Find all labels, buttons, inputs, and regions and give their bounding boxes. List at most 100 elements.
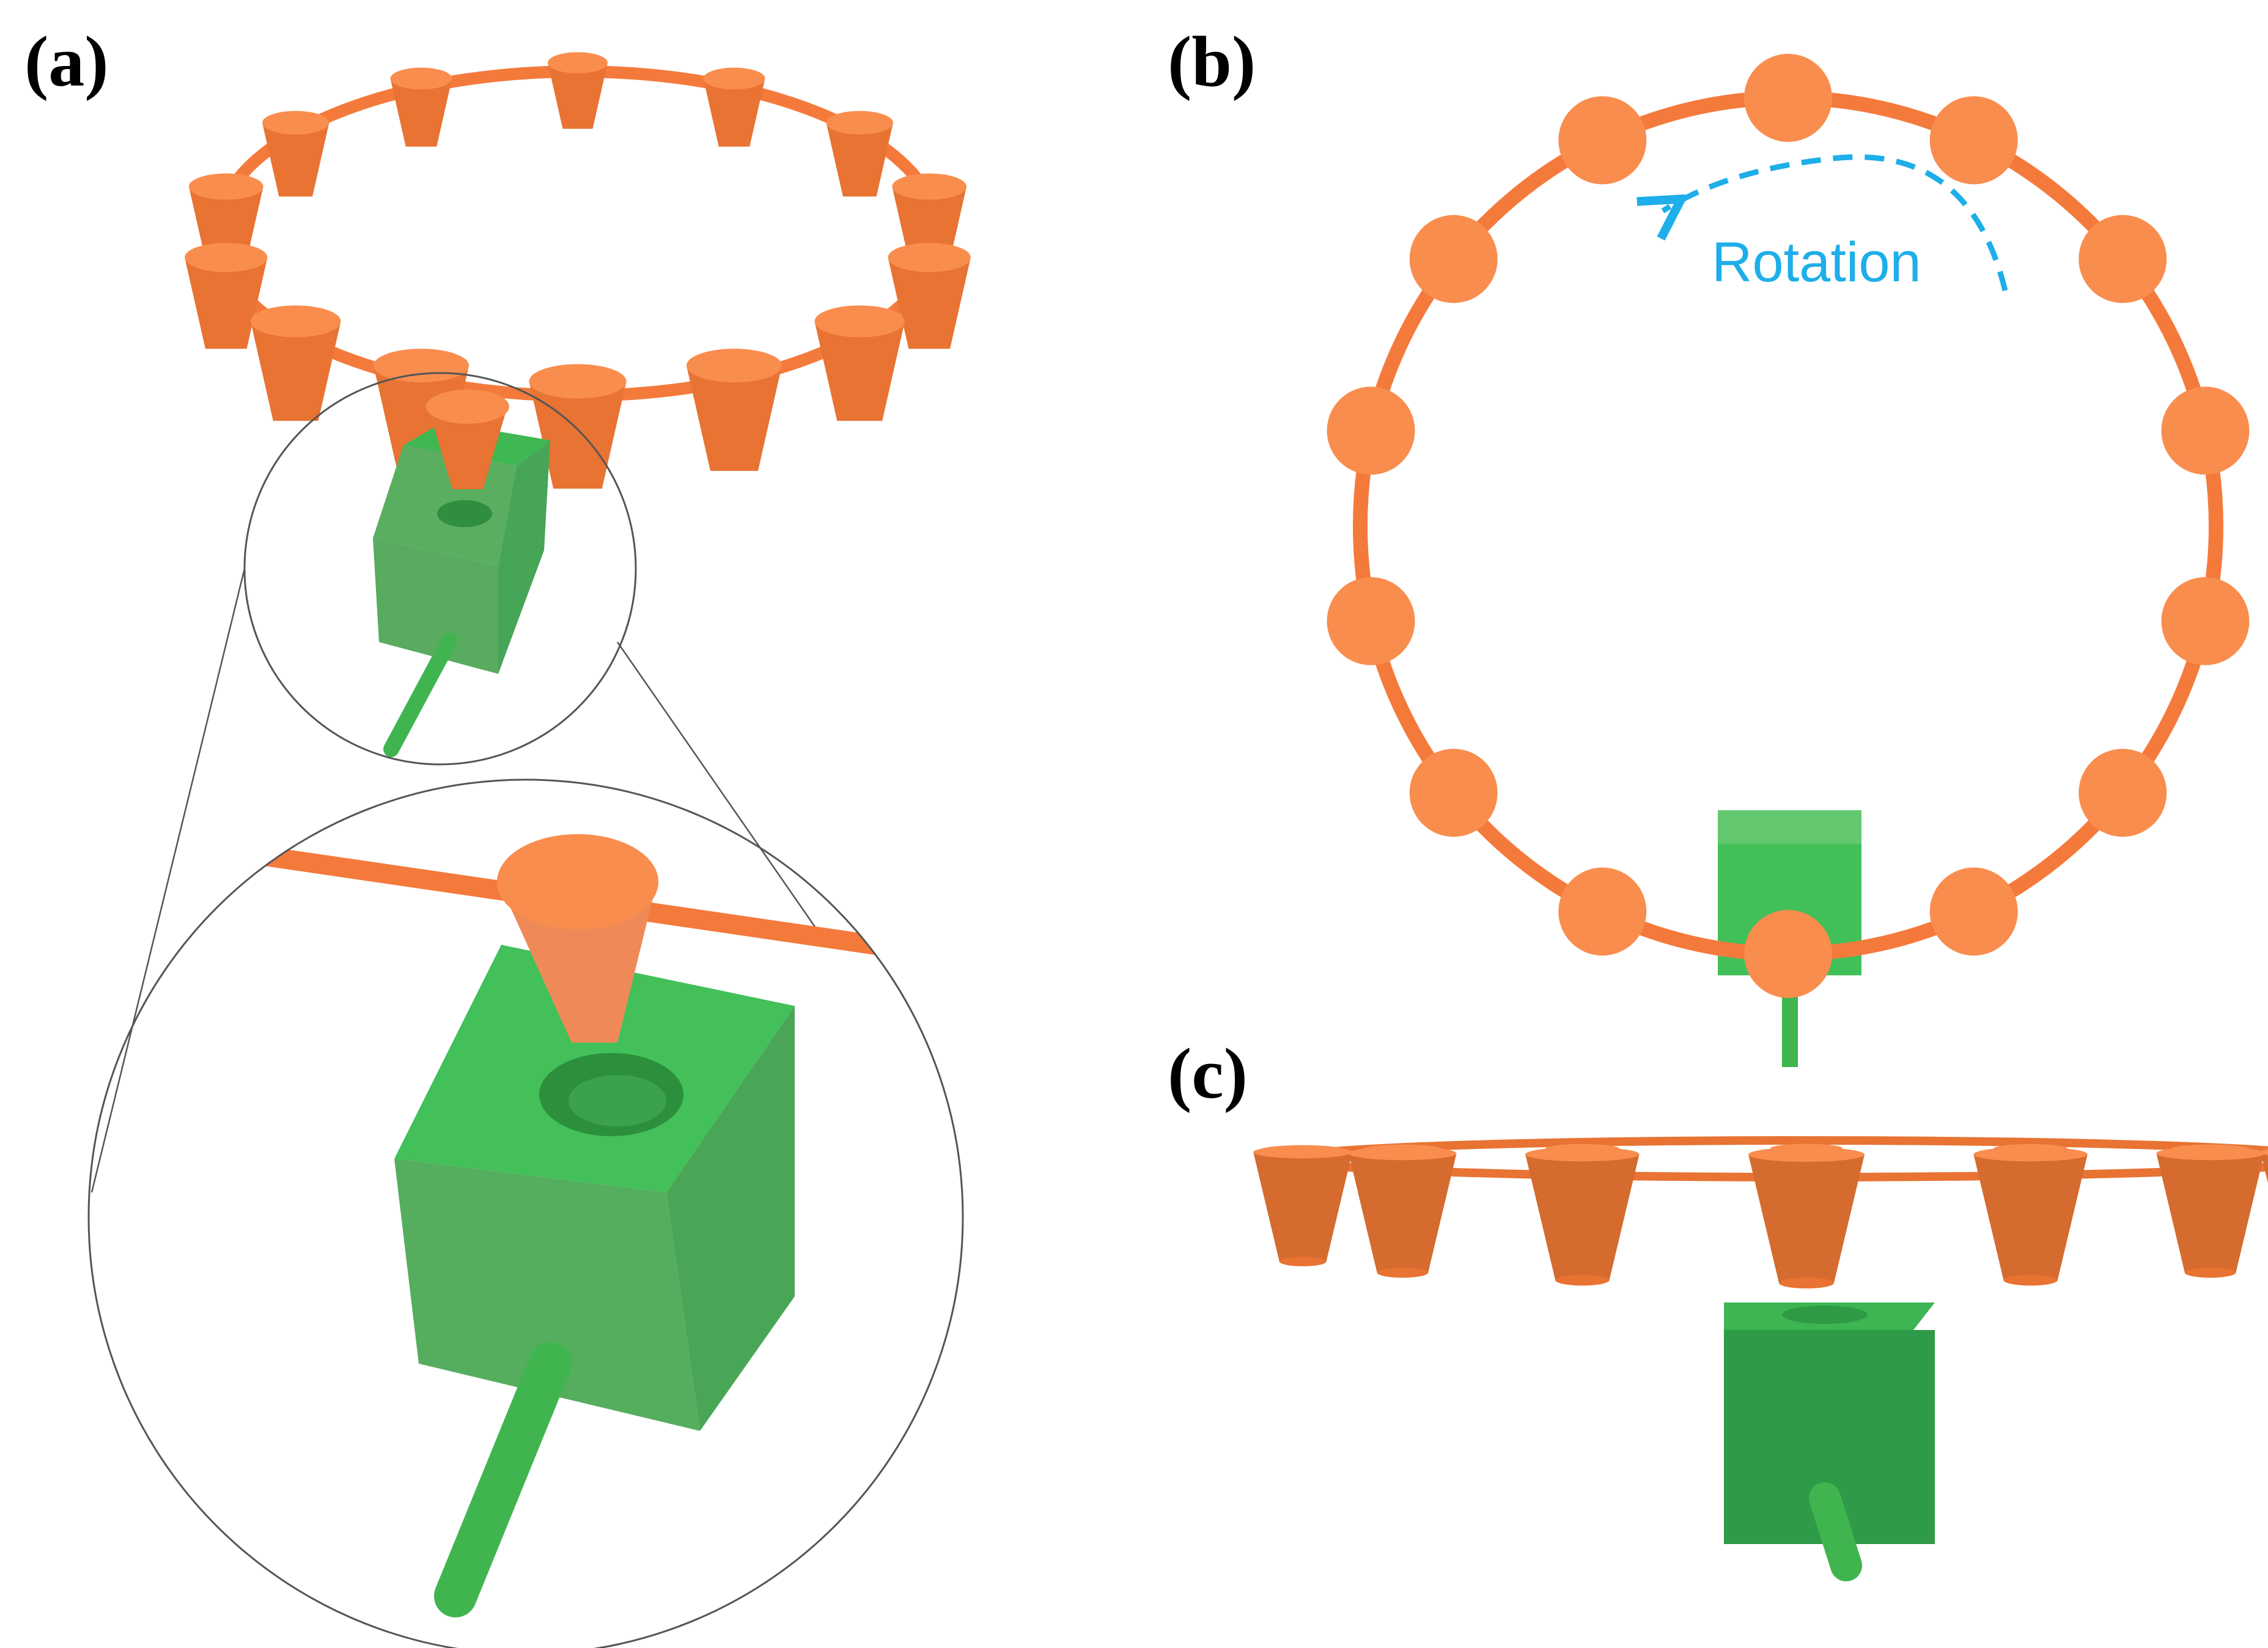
- rotation-label: Rotation: [1712, 231, 1921, 294]
- pipe-large: [434, 1342, 572, 1617]
- panel-a: (a): [24, 21, 971, 1648]
- ring-cone-top: [686, 349, 782, 383]
- top-view-cone: [1929, 867, 2018, 956]
- side-view-cones: [1253, 1144, 2268, 1288]
- ring-cone: [548, 52, 608, 129]
- side-view-cone-bottom: [2003, 1274, 2058, 1286]
- ring-cone-body: [888, 257, 971, 349]
- ring-cone-body: [548, 62, 608, 129]
- top-view-cone: [1558, 867, 1647, 956]
- ring-cone: [390, 67, 452, 147]
- ring-cone-top: [814, 305, 905, 338]
- panel-a-ring-assembly: [185, 52, 971, 489]
- ring-cone: [686, 349, 782, 471]
- block-large-hole-inner: [569, 1075, 666, 1126]
- ring-cone: [250, 305, 341, 421]
- top-view-block-top: [1718, 810, 1861, 844]
- ring-cone: [185, 243, 268, 349]
- top-view-cone: [1744, 910, 1832, 998]
- top-view-cone: [1744, 54, 1832, 142]
- zoom-detail-circle: [87, 778, 964, 1648]
- ring-cones: [185, 52, 971, 489]
- top-view-cone: [1327, 386, 1415, 475]
- ring-cone-body: [262, 122, 330, 197]
- panel-c-label: (c): [1168, 1033, 1248, 1114]
- ring-cone-top: [262, 111, 330, 135]
- panel-b-label: (b): [1168, 21, 1256, 102]
- side-view-cone: [1349, 1146, 1457, 1278]
- top-view-cone: [1409, 748, 1498, 837]
- top-view-cone: [1558, 96, 1647, 185]
- panel-a-label: (a): [24, 21, 109, 102]
- side-view-cone-bottom: [2184, 1267, 2236, 1278]
- cone-small-highlight: [428, 407, 507, 489]
- side-view-block-hole: [1782, 1306, 1868, 1324]
- ring-cone-top: [390, 67, 452, 90]
- cone-large-top: [497, 834, 658, 929]
- ring-cone-top: [826, 111, 894, 135]
- top-view-cone: [1929, 96, 2018, 185]
- side-view-pipe: [1809, 1482, 1862, 1581]
- side-view-cone-top: [1525, 1147, 1640, 1162]
- nozzle-block-small: [373, 390, 550, 757]
- side-view-cone-bottom: [1279, 1257, 1327, 1266]
- block-small-side: [498, 440, 550, 674]
- cone-small-highlight-top: [426, 390, 509, 424]
- side-view-cone: [1973, 1147, 2088, 1286]
- block-large-front: [394, 1159, 700, 1431]
- side-view-cone-top: [2156, 1146, 2264, 1161]
- rotation-arrow: [1663, 154, 2008, 292]
- top-view-cone: [2078, 748, 2167, 837]
- top-view-cone: [1327, 577, 1415, 665]
- side-view-cone-bottom: [1779, 1277, 1834, 1288]
- top-view-cone: [2161, 577, 2250, 665]
- pipe-small: [383, 633, 457, 757]
- ring-cone-body: [390, 78, 452, 147]
- zoom-line-right: [616, 641, 827, 942]
- side-view-cone-body: [2156, 1153, 2264, 1273]
- top-view-cones: [1327, 54, 2250, 998]
- ring-cone-top: [703, 67, 765, 90]
- ring-cone: [814, 305, 905, 421]
- ring-cone-body: [250, 321, 341, 421]
- top-view-cone: [1409, 215, 1498, 303]
- ring-cone-top: [185, 243, 268, 272]
- top-view-cone: [2078, 215, 2167, 303]
- side-view-cone-top: [1973, 1147, 2088, 1162]
- side-view-cone: [1253, 1145, 1353, 1266]
- top-view-cone: [2161, 386, 2250, 475]
- block-small-hole: [437, 500, 492, 527]
- side-view-cone-body: [1973, 1154, 2088, 1280]
- side-view-cone-body: [1349, 1153, 1457, 1273]
- side-view-cone-top: [1253, 1145, 1353, 1159]
- side-view-cone-body: [1525, 1154, 1640, 1280]
- ring-cone-top: [529, 364, 627, 399]
- side-view-cone-top: [1349, 1146, 1457, 1161]
- ring-cone-top: [548, 52, 608, 73]
- ring-cone: [888, 243, 971, 349]
- side-view-cone: [2156, 1146, 2264, 1278]
- ring-cone: [262, 111, 330, 197]
- ring-cone-body: [826, 122, 894, 197]
- ring-cone-top: [250, 305, 341, 338]
- ring-cone-body: [703, 78, 765, 147]
- ring-cone: [826, 111, 894, 197]
- ring-cone-top: [888, 243, 971, 272]
- ring-cone-top: [373, 349, 469, 383]
- panel-b: (b) Rotation: [1168, 21, 2250, 1067]
- side-view-cone: [1748, 1147, 1865, 1288]
- side-view-cone: [1525, 1147, 1640, 1286]
- block-small-front-lower: [373, 538, 498, 674]
- zoom-line-left: [90, 568, 246, 1193]
- side-view-cone-bottom: [1377, 1267, 1429, 1278]
- side-view-cone-body: [1748, 1155, 1865, 1283]
- side-view-cone-top: [1748, 1147, 1865, 1162]
- ring-cone-top: [188, 173, 263, 200]
- ring-cone-body: [814, 321, 905, 421]
- ring-cone-body: [686, 365, 782, 471]
- block-large-side: [666, 1006, 795, 1431]
- panel-c: (c): [1168, 1033, 2268, 1581]
- ring-cone-body: [185, 257, 268, 349]
- side-view-cone-bottom: [1555, 1274, 1610, 1286]
